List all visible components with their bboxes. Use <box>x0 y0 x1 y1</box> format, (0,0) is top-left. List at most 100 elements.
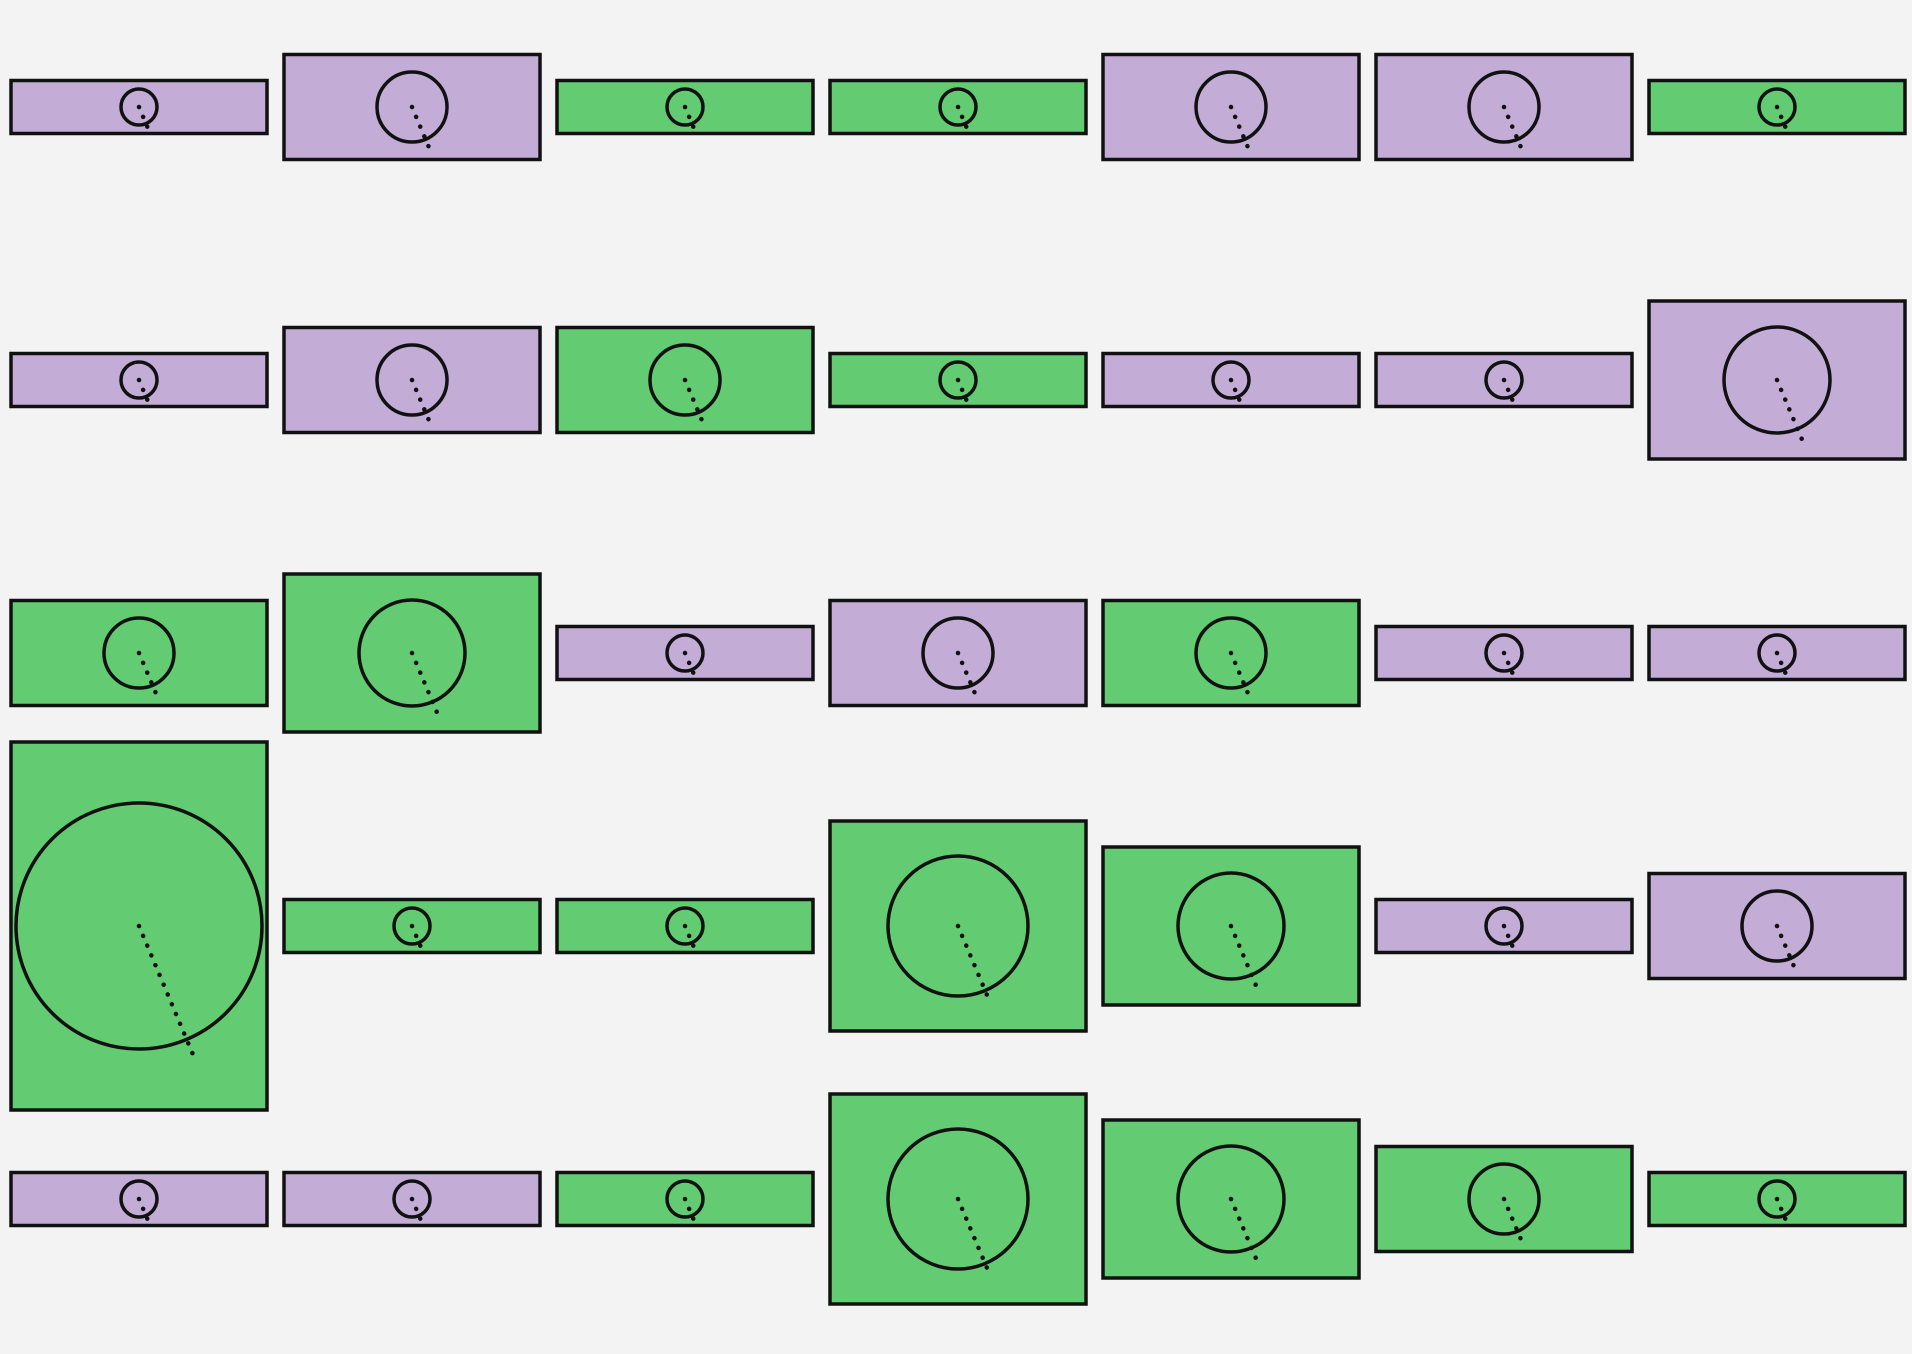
cell-circle <box>1211 360 1251 400</box>
shape-cell <box>1374 897 1634 955</box>
radius-dotted-line <box>409 377 432 424</box>
cell-circle <box>1467 70 1541 144</box>
cell-circle <box>1467 1162 1541 1236</box>
radius-dotted-line <box>409 104 432 151</box>
shape-cell <box>555 78 815 136</box>
cell-circle <box>665 87 705 127</box>
radius-dotted-line <box>682 377 705 424</box>
shape-cell <box>282 572 542 734</box>
radius-dotted-line <box>1228 377 1244 407</box>
shape-cell <box>1647 299 1907 461</box>
radius-dotted-line <box>682 923 698 953</box>
radius-dotted-line <box>1228 923 1259 989</box>
cell-circle <box>886 1127 1030 1271</box>
radius-dotted-line <box>955 923 993 1007</box>
cell-circle <box>648 343 722 417</box>
cell-circle <box>119 1179 159 1219</box>
shape-cell <box>1647 871 1907 981</box>
radius-dotted-line <box>1501 923 1517 953</box>
cell-circle <box>1176 1144 1286 1254</box>
shape-cell <box>1101 845 1361 1007</box>
radius-dotted-line <box>1501 650 1517 680</box>
radius-dotted-line <box>955 377 971 407</box>
cell-circle <box>392 1179 432 1219</box>
radius-dotted-line <box>955 650 978 697</box>
shape-cell <box>828 819 1088 1033</box>
shape-cell <box>1374 624 1634 682</box>
shape-cell <box>1101 1118 1361 1280</box>
radius-dotted-line <box>1228 650 1251 697</box>
cell-circle <box>938 360 978 400</box>
shape-cell <box>9 1170 269 1228</box>
cell-circle <box>375 70 449 144</box>
shape-cell <box>1101 598 1361 708</box>
shape-cell <box>555 897 815 955</box>
cells-group <box>9 52 1907 1306</box>
cell-circle <box>886 854 1030 998</box>
cell-circle <box>1194 616 1268 690</box>
shape-cell <box>1374 52 1634 162</box>
radius-dotted-line <box>1774 923 1797 970</box>
shape-cell <box>828 598 1088 708</box>
radius-dotted-line <box>955 1196 993 1280</box>
radius-dotted-line <box>1501 377 1517 407</box>
shape-cell <box>555 624 815 682</box>
shape-cell <box>282 52 542 162</box>
cell-circle <box>119 360 159 400</box>
shape-cell <box>555 1170 815 1228</box>
shape-cell <box>1101 52 1361 162</box>
shape-cell <box>9 78 269 136</box>
cell-circle <box>1757 633 1797 673</box>
shape-cell <box>9 351 269 409</box>
cell-circle <box>665 1179 705 1219</box>
cell-circle <box>119 87 159 127</box>
cell-circle <box>392 906 432 946</box>
radius-dotted-line <box>1228 104 1251 151</box>
cell-circle <box>665 906 705 946</box>
cell-circle <box>357 598 467 708</box>
cell-circle <box>1484 906 1524 946</box>
cell-circle <box>1740 889 1814 963</box>
radius-dotted-line <box>682 650 698 680</box>
shape-cell <box>555 325 815 435</box>
radius-dotted-line <box>682 104 698 134</box>
radius-dotted-line <box>955 104 971 134</box>
shape-cell <box>1647 624 1907 682</box>
radius-dotted-line <box>136 1196 152 1226</box>
shape-cell <box>282 325 542 435</box>
radius-dotted-line <box>136 104 152 134</box>
cell-circle <box>1757 87 1797 127</box>
shape-cell <box>828 1092 1088 1306</box>
shape-cell <box>9 740 269 1112</box>
radius-dotted-line <box>409 923 425 953</box>
radius-dotted-line <box>1501 1196 1524 1243</box>
cell-circle <box>938 87 978 127</box>
cell-circle <box>375 343 449 417</box>
shape-cell <box>1374 351 1634 409</box>
cell-circle <box>1757 1179 1797 1219</box>
radius-dotted-line <box>409 650 440 716</box>
shape-cell <box>1101 351 1361 409</box>
radius-dotted-line <box>136 650 159 697</box>
cell-circle <box>1484 633 1524 673</box>
cell-circle <box>665 633 705 673</box>
shape-cell <box>1374 1144 1634 1254</box>
cell-circle <box>14 801 264 1051</box>
radius-dotted-line <box>1774 650 1790 680</box>
shape-cell <box>828 78 1088 136</box>
shape-cell <box>828 351 1088 409</box>
cell-circle <box>1722 325 1832 435</box>
cell-circle <box>102 616 176 690</box>
radius-dotted-line <box>1774 1196 1790 1226</box>
radius-dotted-line <box>682 1196 698 1226</box>
shape-cell <box>282 1170 542 1228</box>
cell-circle <box>1484 360 1524 400</box>
radius-dotted-line <box>1774 104 1790 134</box>
cell-circle <box>921 616 995 690</box>
radius-dotted-line <box>136 377 152 407</box>
cell-circle <box>1194 70 1268 144</box>
radius-dotted-line <box>1228 1196 1259 1262</box>
radius-dotted-line <box>1501 104 1524 151</box>
radius-dotted-line <box>409 1196 425 1226</box>
